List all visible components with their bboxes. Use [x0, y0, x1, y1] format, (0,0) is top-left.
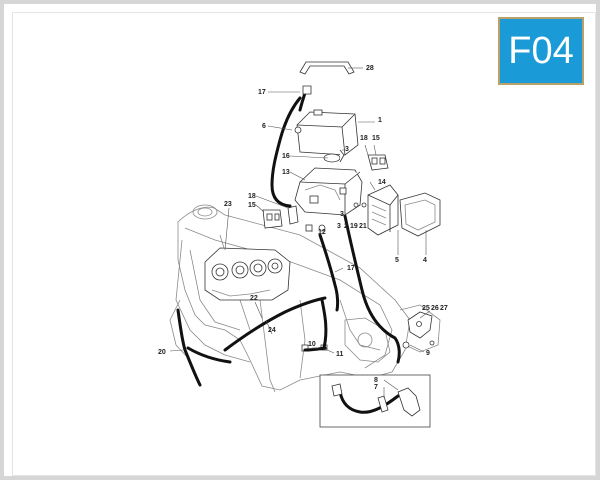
callout-5: 5 — [395, 257, 399, 264]
battery — [296, 109, 359, 156]
motorcycle-frame — [169, 204, 441, 393]
callout-2: 2 — [344, 223, 348, 230]
callout-27: 27 — [440, 305, 448, 312]
wiring-harness — [176, 85, 401, 387]
callout-19: 19 — [350, 223, 358, 230]
callout-24: 24 — [268, 327, 276, 334]
relay-holder-upper — [367, 154, 389, 171]
relay-holder-lower — [262, 209, 283, 229]
callout-15-right: 15 — [372, 135, 380, 142]
callout-3-mid: 3 — [340, 211, 344, 218]
callout-7: 7 — [374, 384, 378, 391]
section-code-badge: F04 — [498, 17, 584, 85]
callout-10: 10 — [308, 341, 316, 348]
callout-3-bottom: 3 — [337, 223, 341, 230]
fasteners — [294, 126, 435, 352]
callout-labels: 28 17 6 1 18 15 16 3 13 14 18 15 23 3 3 … — [158, 65, 448, 391]
callout-16: 16 — [282, 153, 290, 160]
callout-13: 13 — [282, 169, 290, 176]
callout-20: 20 — [158, 349, 166, 356]
inset-detail — [319, 374, 431, 428]
callout-21: 21 — [359, 223, 367, 230]
throttle-body-assembly — [204, 247, 291, 301]
ecu-cover — [399, 192, 441, 237]
callout-12: 12 — [318, 229, 326, 236]
callout-18-right: 18 — [360, 135, 368, 142]
callout-25: 25 — [422, 305, 430, 312]
callout-11: 11 — [336, 351, 344, 358]
callout-8: 8 — [374, 377, 378, 384]
callout-22: 22 — [250, 295, 258, 302]
callout-4: 4 — [423, 257, 427, 264]
callout-28: 28 — [366, 65, 374, 72]
battery-tray — [294, 149, 363, 216]
inner-border — [12, 12, 596, 476]
callout-17-lower: 17 — [347, 265, 355, 272]
leader-lines — [169, 67, 431, 398]
callout-6: 6 — [262, 123, 266, 130]
callout-3-top: 3 — [345, 146, 349, 153]
battery-strap — [299, 61, 355, 75]
callout-23: 23 — [224, 201, 232, 208]
callout-9: 9 — [426, 350, 430, 357]
callout-17-top: 17 — [258, 89, 266, 96]
bracket-18 — [287, 205, 299, 225]
callout-14: 14 — [378, 179, 386, 186]
callout-18-left: 18 — [248, 193, 256, 200]
callout-15-left: 15 — [248, 202, 256, 209]
section-code-text: F04 — [508, 29, 574, 72]
callout-1: 1 — [378, 117, 382, 124]
mounting-bracket — [407, 311, 433, 339]
ecu-unit — [367, 184, 399, 236]
callout-26: 26 — [431, 305, 439, 312]
